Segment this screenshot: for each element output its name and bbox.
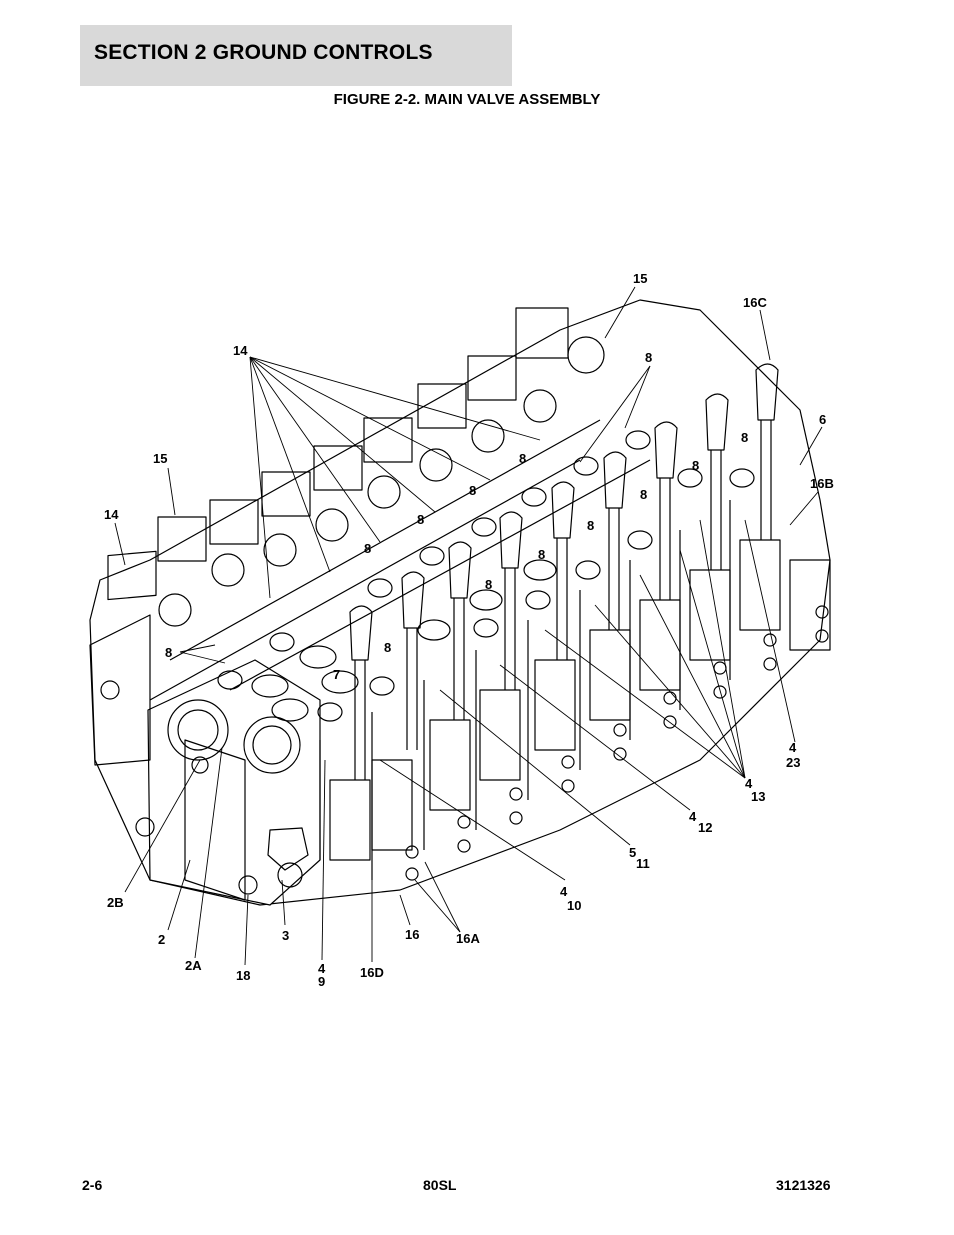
callout: 18 [236, 968, 250, 983]
callout: 7 [333, 667, 340, 682]
callout: 11 [636, 856, 650, 871]
document-number: 3121326 [776, 1177, 831, 1193]
callout: 16C [743, 295, 767, 310]
callout: 8 [587, 518, 594, 533]
callout: 14 [233, 343, 248, 358]
callout: 8 [485, 577, 492, 592]
callout: 12 [698, 820, 712, 835]
section-title: SECTION 2 GROUND CONTROLS [94, 41, 433, 64]
callout: 16D [360, 965, 384, 980]
callout: 8 [538, 547, 545, 562]
callout: 6 [819, 412, 826, 427]
model-name: 80SL [423, 1177, 457, 1193]
callout: 16B [810, 476, 834, 491]
callout: 23 [786, 755, 800, 770]
callout: 4 [318, 961, 326, 976]
callout: 8 [364, 541, 371, 556]
valve-assembly-illustration [89, 299, 831, 906]
callout: 4 [789, 740, 797, 755]
callout: 14 [104, 507, 119, 522]
callout: 16 [405, 927, 419, 942]
callout: 8 [692, 458, 699, 473]
callout: 4 [745, 776, 753, 791]
callout: 13 [751, 789, 765, 804]
callout: 15 [153, 451, 167, 466]
callout: 15 [633, 271, 647, 286]
callout-labels: 15 16C 14 8 6 8 8 8 15 16B 8 8 14 8 8 8 … [104, 271, 834, 989]
callout: 8 [384, 640, 391, 655]
section-header: SECTION 2 GROUND CONTROLS [80, 25, 512, 86]
callout: 8 [645, 350, 652, 365]
callout: 4 [689, 809, 697, 824]
callout: 5 [629, 845, 636, 860]
callout: 9 [318, 974, 325, 989]
callout: 8 [417, 512, 424, 527]
callout: 10 [567, 898, 581, 913]
figure-title: FIGURE 2-2. MAIN VALVE ASSEMBLY [333, 91, 601, 108]
callout: 4 [560, 884, 568, 899]
callout: 8 [640, 487, 647, 502]
callout: 2A [185, 958, 202, 973]
callout: 8 [469, 483, 476, 498]
callout: 2B [107, 895, 124, 910]
page-number: 2-6 [82, 1177, 103, 1193]
callout: 16A [456, 931, 480, 946]
leader-lines [114, 286, 823, 966]
callout: 2 [158, 932, 165, 947]
callout: 8 [165, 645, 172, 660]
callout: 8 [741, 430, 748, 445]
callout: 8 [519, 451, 526, 466]
callout: 3 [282, 928, 289, 943]
